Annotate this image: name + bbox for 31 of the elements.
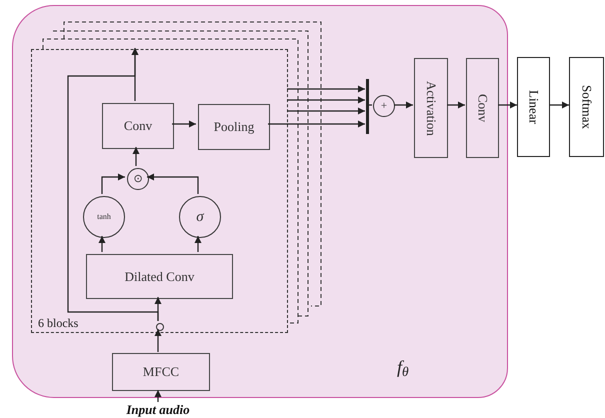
arrow: [268, 120, 365, 128]
arrow: [154, 390, 162, 402]
arrow: [550, 102, 569, 108]
arrow: [132, 147, 140, 166]
block-count-label: 6 blocks: [38, 316, 78, 330]
merge-bar: [366, 79, 369, 134]
model-label: f$_{θ}$: [397, 356, 409, 381]
input-label: Input audio: [108, 402, 208, 417]
arrow: [194, 236, 202, 252]
arrow: [287, 86, 365, 92]
arrow: [147, 174, 199, 194]
arrow: [154, 329, 162, 352]
arrow: [447, 102, 465, 108]
arrow: [498, 102, 517, 108]
process-box: Dilated Conv: [86, 254, 233, 299]
arrow: [287, 96, 365, 104]
arrow: [172, 120, 196, 128]
process-box: Softmax: [569, 57, 604, 157]
process-box: Linear: [517, 57, 550, 157]
arrow: [98, 236, 106, 252]
process-box: Pooling: [198, 104, 270, 150]
model-panel: [12, 5, 508, 398]
arrow: [394, 102, 413, 108]
process-box: MFCC: [112, 353, 210, 391]
process-box: Conv: [466, 58, 499, 158]
arrow: [287, 108, 365, 114]
process-box: Conv: [102, 103, 174, 149]
connector-line: [368, 104, 372, 106]
process-box: Activation: [414, 58, 448, 158]
arrow: [101, 174, 125, 194]
arrow: [132, 48, 138, 101]
